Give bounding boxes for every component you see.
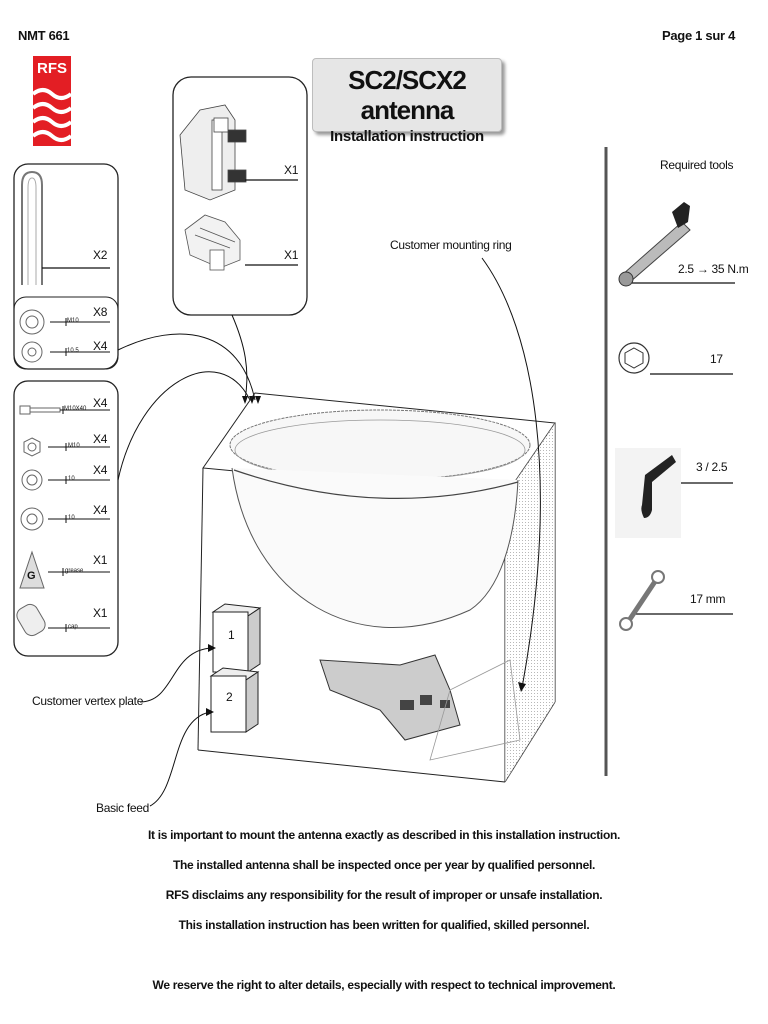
washer-spec: 10.5 (67, 348, 79, 354)
u-bolt-icon (21, 170, 43, 285)
note-1: It is important to mount the antenna exa… (147, 828, 621, 842)
grease-quantity: X1 (93, 553, 108, 567)
clamp-quantity: X1 (284, 248, 299, 262)
hex-socket-icon (618, 342, 650, 374)
allen-key-icon (615, 448, 681, 538)
title-box: SC2/SCX2 antenna Installation instructio… (312, 58, 502, 145)
bolt-icon (19, 405, 31, 415)
torque-wrench-label: 2.5 → 35 N.m (678, 262, 749, 276)
box-1-shape (211, 603, 262, 673)
rfs-logo: RFS (33, 56, 71, 146)
torque-wrench-icon (618, 202, 691, 287)
hexnut-spec: M10 (68, 443, 80, 449)
lock-washer-icon (20, 507, 44, 531)
box-2-shape (209, 667, 260, 733)
box-1-label: 1 (228, 628, 235, 642)
grease-icon (19, 550, 45, 589)
bolt-parts-box (13, 380, 119, 657)
bracket-quantity: X1 (284, 163, 299, 177)
bolt-quantity: X4 (93, 396, 108, 410)
mounting-ring-shape (229, 409, 531, 481)
spanner-label: 17 mm (690, 592, 726, 606)
note-2: The installed antenna shall be inspected… (172, 858, 596, 872)
mounting-ring-label: Customer mounting ring (390, 238, 512, 252)
page-title: SC2/SCX2 antenna (348, 65, 467, 125)
note-4: This installation instruction has been w… (178, 918, 590, 932)
hex-nut-icon (23, 437, 41, 457)
nut-m10-quantity: X8 (93, 305, 108, 319)
ubolt-quantity: X2 (93, 248, 108, 262)
page-subtitle: Installation instruction (330, 128, 484, 145)
washer-quantity: X4 (93, 339, 108, 353)
grease-letter: G (27, 570, 36, 582)
vertex-plate-label: Customer vertex plate (32, 694, 144, 708)
note-3: RFS disclaims any responsibility for the… (165, 888, 603, 902)
bracket-parts-box (172, 76, 308, 316)
bracket-icon (179, 104, 247, 201)
allen-key-label: 3 / 2.5 (696, 460, 728, 474)
document-number: NMT 661 (18, 28, 70, 43)
cap-quantity: X1 (93, 606, 108, 620)
cap-spec: cap (68, 624, 78, 630)
nut-m10-spec: M10 (67, 318, 79, 324)
footer-note: We reserve the right to alter details, e… (152, 978, 616, 992)
washer-10b-quantity: X4 (93, 503, 108, 517)
clamp-icon (184, 214, 241, 271)
hexnut-quantity: X4 (93, 432, 108, 446)
washer-10a-quantity: X4 (93, 463, 108, 477)
washer-icon (21, 341, 43, 363)
logo-text: RFS (37, 60, 67, 77)
open-spanner-icon (619, 570, 665, 631)
logo-waves-icon (33, 88, 71, 142)
cap-icon (16, 603, 46, 637)
nut-icon (19, 309, 45, 335)
washer-10-icon (21, 469, 43, 491)
washer-10b-spec: 10 (68, 515, 75, 521)
basic-feed-label: Basic feed (96, 801, 150, 815)
grease-spec: grease (65, 568, 84, 574)
page-number: Page 1 sur 4 (662, 28, 735, 43)
washer-10a-spec: 10 (68, 476, 75, 482)
box-2-label: 2 (226, 690, 233, 704)
dish-shape (231, 467, 519, 628)
hex-socket-label: 17 (710, 352, 723, 366)
bolt-spec: M10X40 (64, 406, 87, 412)
vertex-feed-shape (319, 654, 461, 741)
required-tools-heading: Required tools (660, 158, 734, 172)
